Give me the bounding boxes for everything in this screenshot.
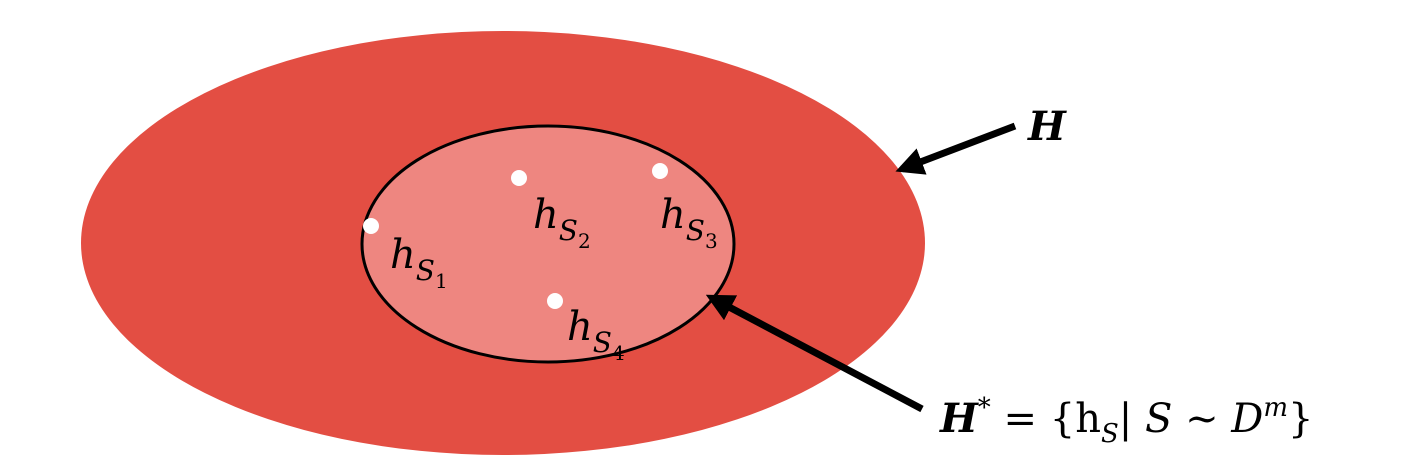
arrow-to-outer-set xyxy=(895,122,1017,175)
hypothesis-label-4: hS4 xyxy=(567,304,625,365)
hypothesis-point-3 xyxy=(652,163,668,179)
hypothesis-label-3: hS3 xyxy=(660,192,718,253)
inner-set-H-star xyxy=(360,124,736,364)
inner-set-label: H* = {hS| S ~ Dm} xyxy=(939,393,1313,449)
hypothesis-label-1: hS1 xyxy=(390,232,448,293)
arrow-to-inner-set xyxy=(705,294,924,413)
outer-set-label: H xyxy=(1027,103,1067,150)
hypothesis-point-2 xyxy=(511,170,527,186)
hypothesis-point-1 xyxy=(363,218,379,234)
hypothesis-point-4 xyxy=(547,293,563,309)
hypothesis-label-2: hS2 xyxy=(533,192,591,253)
